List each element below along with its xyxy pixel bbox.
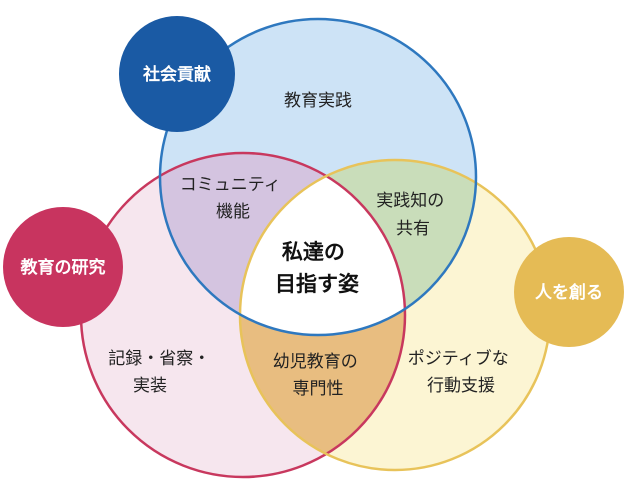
badge-research-circle [3, 207, 123, 327]
region-left-label: 記録・省察・ 実装 [108, 349, 215, 396]
region-top-label: 教育実践 [284, 91, 352, 111]
region-expert-label: 幼児教育の 専門性 [273, 352, 363, 399]
badge-social-circle [119, 16, 235, 132]
region-community-label: コミュニティ 機能 [180, 175, 286, 222]
badge-research-label: 教育の研究 [20, 257, 106, 278]
blue-circle-outline [158, 17, 478, 337]
badge-social-label: 社会貢献 [142, 64, 211, 85]
region-right-label: ポジティブな 行動支援 [408, 348, 514, 396]
badge-create-circle [514, 237, 624, 347]
center-label: 私達の 目指す姿 [275, 240, 359, 296]
region-shared-label: 実践知の 共有 [376, 191, 449, 239]
badge-create-label: 人を創る [535, 282, 603, 303]
